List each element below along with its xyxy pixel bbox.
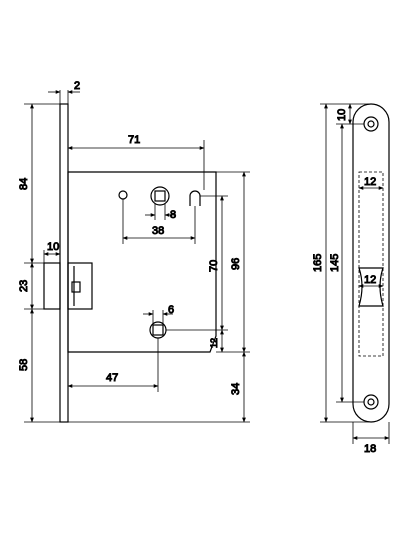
mounting-hole-top (118, 190, 128, 200)
dim-strike-inner-height: 145 (329, 254, 341, 272)
follower-hole (150, 186, 170, 206)
dim-strike-hole-offset: 10 (336, 109, 348, 121)
dim-spindle-hole: 6 (168, 304, 174, 316)
dim-strike-total-height: 165 (312, 254, 324, 272)
faceplate (59, 103, 69, 423)
dim-body-bottom-inner: 12 (209, 338, 219, 348)
latch-bolt-inner (67, 262, 93, 310)
dim-strike-latch-width: 12 (364, 274, 376, 286)
strike-latch-opening (358, 267, 384, 307)
dim-faceplate-thickness: 2 (74, 80, 80, 92)
dim-strike-upper-width: 12 (364, 176, 376, 188)
dim-follower-offset: 8 (170, 209, 176, 221)
strike-plate (352, 103, 390, 423)
dim-strike-width: 18 (364, 443, 376, 455)
spindle-hole (149, 321, 167, 339)
dim-height-top: 84 (18, 178, 30, 190)
dim-center-distance: 70 (208, 260, 220, 272)
dim-backset-width: 71 (128, 134, 140, 146)
dim-bottom-hole-offset: 47 (106, 372, 118, 384)
strike-plate-view (352, 103, 390, 423)
dim-latch-height: 23 (18, 280, 30, 292)
lock-front-view (43, 103, 217, 423)
dim-latch-projection: 10 (47, 241, 59, 253)
strike-screw-bottom (363, 394, 379, 410)
left-dimensions (24, 90, 250, 423)
latch-bolt (43, 262, 61, 310)
dim-body-height: 96 (230, 258, 242, 270)
dim-hole-to-follower: 38 (152, 225, 164, 237)
dim-lower-offset: 34 (230, 383, 242, 395)
strike-pocket-outline (358, 171, 384, 357)
strike-screw-top (363, 116, 379, 132)
right-dimensions (320, 103, 390, 444)
dim-height-below-latch: 58 (18, 359, 30, 371)
top-slot (189, 190, 201, 206)
lock-body (67, 171, 217, 353)
